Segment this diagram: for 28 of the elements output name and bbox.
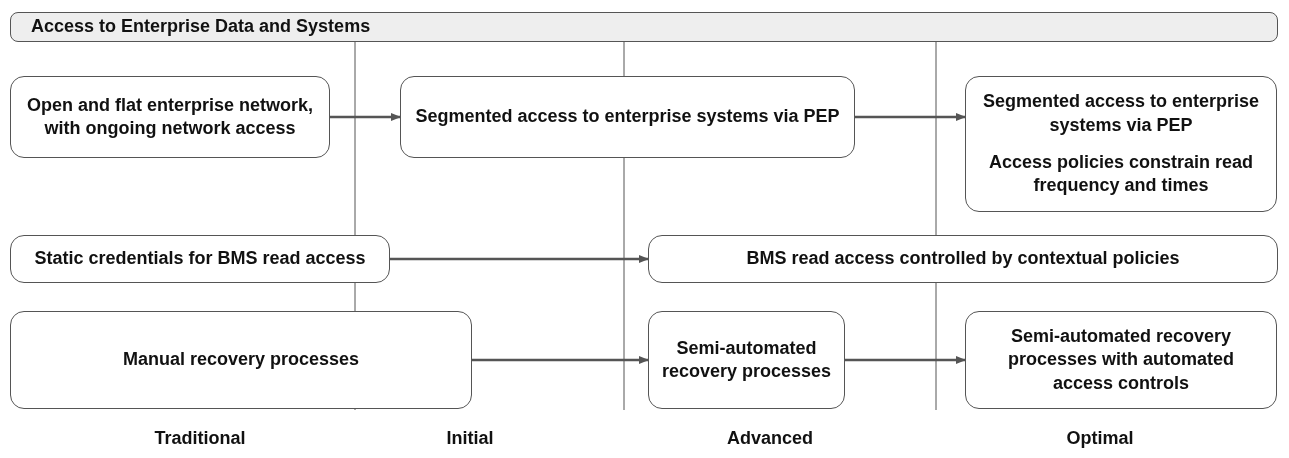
box-text: Manual recovery processes bbox=[122, 348, 360, 372]
column-label: Advanced bbox=[727, 428, 813, 449]
box-text: Segmented access to enterprise systems via PEP bbox=[415, 105, 840, 129]
arrow bbox=[855, 113, 966, 121]
column-label: Traditional bbox=[154, 428, 246, 449]
box-text: BMS read access controlled by contextual policies bbox=[746, 247, 1180, 271]
process-box bbox=[10, 235, 390, 283]
process-box bbox=[965, 311, 1277, 409]
process-box bbox=[965, 76, 1277, 212]
box-text: Semi-automated recovery processes bbox=[660, 336, 833, 383]
arrow bbox=[472, 356, 649, 364]
column-label: Optimal bbox=[1066, 428, 1134, 449]
process-box bbox=[648, 235, 1278, 283]
box-text: Static credentials for BMS read access bbox=[34, 247, 366, 271]
process-box bbox=[400, 76, 855, 158]
process-box bbox=[10, 311, 472, 409]
process-box bbox=[648, 311, 845, 409]
process-box bbox=[10, 76, 330, 158]
box-text: Semi-automated recovery processes with automated access controls bbox=[1006, 324, 1236, 395]
section-heading: Access to Enterprise Data and Systems bbox=[31, 15, 371, 39]
box-text: Segmented access to enterprise systems via PEP bbox=[981, 90, 1261, 137]
arrow bbox=[330, 113, 401, 121]
box-text: Open and flat enterprise network, with ongoing network access bbox=[25, 93, 315, 140]
column-label: Initial bbox=[446, 428, 494, 449]
box-text: Access policies constrain read frequency and times bbox=[987, 151, 1255, 198]
arrow bbox=[390, 255, 649, 263]
header-band bbox=[10, 12, 1278, 42]
arrow bbox=[845, 356, 966, 364]
